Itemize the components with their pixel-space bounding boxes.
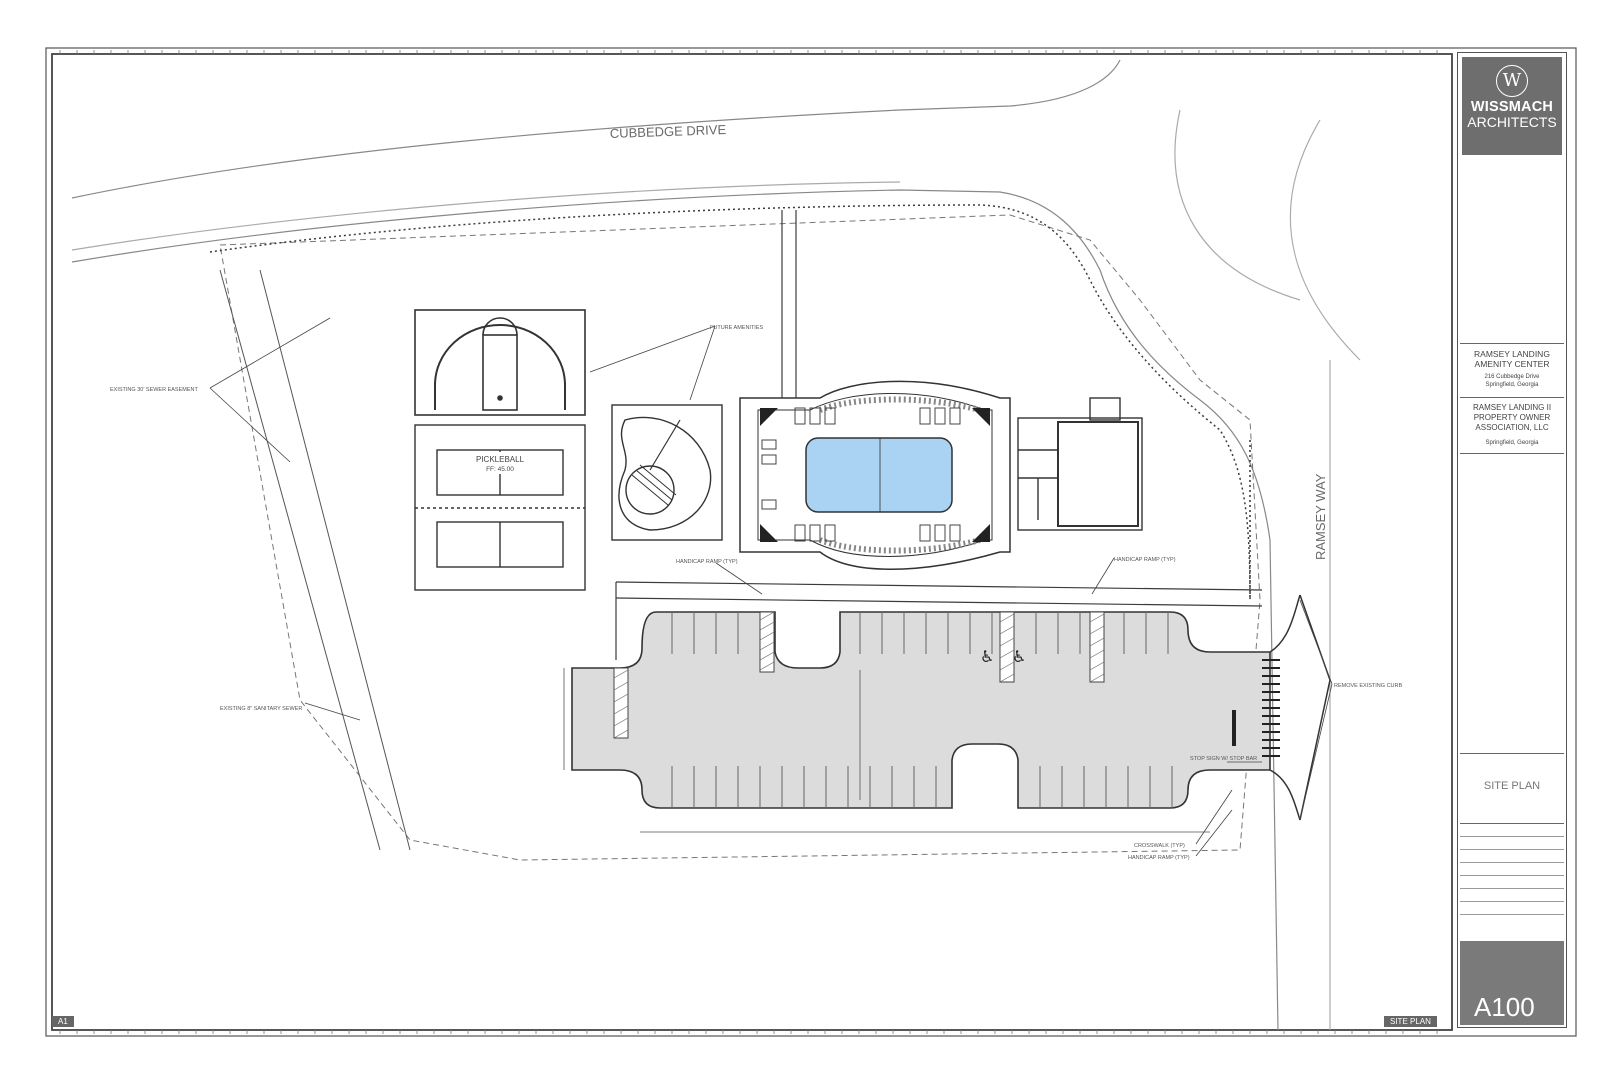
accessible-parking-icon: ♿ (1012, 647, 1026, 666)
street-label-ramsey: RAMSEY WAY (1313, 473, 1328, 560)
cubbedge-drive-road (71, 59, 1361, 1031)
court-label-line1: PICKLEBALL (476, 455, 525, 464)
pool-deck (739, 380, 1011, 570)
leader-lines (209, 317, 1333, 857)
title-block-divider (1460, 397, 1564, 398)
project-name: RAMSEY LANDING AMENITY CENTER (1474, 349, 1550, 369)
title-block: W WISSMACH ARCHITECTS RAMSEY LANDING AME… (1457, 52, 1567, 1028)
logo-monogram-icon: W (1496, 65, 1528, 97)
revision-table (1460, 823, 1564, 936)
walkways (615, 210, 1263, 660)
swimming-pool (805, 437, 953, 513)
curb-line (209, 204, 1251, 601)
title-block-divider (1460, 453, 1564, 454)
accessible-parking-icon: ♿ (980, 647, 994, 666)
stop-bar (1232, 710, 1236, 746)
firm-subtitle: ARCHITECTS (1467, 114, 1557, 130)
project-address: 216 Cubbedge Drive (1484, 374, 1540, 380)
pool-loungers (761, 407, 961, 542)
title-block-divider (1460, 753, 1564, 754)
title-block-divider (1460, 343, 1564, 344)
firm-logo: W WISSMACH ARCHITECTS (1462, 57, 1562, 155)
label-crosswalk: CROSSWALK (TYP) (1134, 843, 1185, 849)
frame-ticks (59, 50, 1438, 1034)
sheet-title: SITE PLAN (1483, 780, 1541, 792)
sheet-corner-label-left: A1 (52, 1016, 74, 1027)
label-sanitary-sewer: EXISTING 8" SANITARY SEWER (220, 706, 302, 712)
sheet-number-block: A100 (1460, 941, 1564, 1025)
pool-corner-shades (760, 408, 990, 542)
label-remove-curb: REMOVE EXISTING CURB (1334, 683, 1402, 689)
owner-name: RAMSEY LANDING II PROPERTY OWNER ASSOCIA… (1472, 403, 1552, 432)
project-city: Springfield, Georgia (1485, 382, 1539, 388)
hatch-lines (613, 611, 1105, 739)
owner-city: Springfield, Georgia (1485, 440, 1539, 446)
sheet-number: A100 (1474, 992, 1535, 1022)
sewer-easement-lines (219, 269, 411, 851)
label-sewer-easement: EXISTING 30' SEWER EASEMENT (110, 387, 198, 393)
dimension-lines (563, 668, 1210, 833)
label-handicap-ramp-right: HANDICAP RAMP (TYP) (1114, 557, 1176, 563)
sheet-corner-label-right: SITE PLAN (1384, 1016, 1437, 1027)
label-stop-sign: STOP SIGN W/ STOP BAR (1190, 756, 1257, 762)
accessible-parking-icons: ♿ ♿ (980, 647, 1026, 666)
label-handicap-ramp-bottom: HANDICAP RAMP (TYP) (1128, 855, 1190, 861)
label-future-amenities: FUTURE AMENITIES (710, 325, 764, 331)
label-handicap-ramp-left: HANDICAP RAMP (TYP) (676, 559, 738, 565)
firm-name: WISSMACH (1470, 99, 1554, 115)
drawing-frame (51, 53, 1453, 1031)
basketball-court (414, 309, 586, 416)
pickleball-label-bg (478, 452, 522, 474)
clubhouse-building (1017, 397, 1143, 531)
entrance-drive (1269, 594, 1331, 821)
pickleball-courts (414, 424, 586, 591)
parking-stalls (671, 612, 1173, 808)
street-label-cubbedge: CUBBEDGE DRIVE (610, 122, 727, 141)
handicap-hatches (613, 611, 1105, 739)
site-boundary (219, 214, 1261, 861)
court-label-line2: FF: 45.00 (486, 466, 514, 473)
parking-lot (571, 611, 1271, 809)
sheet-border (45, 47, 1577, 1037)
playground (611, 404, 723, 541)
crosswalk-stripes (1262, 659, 1280, 757)
